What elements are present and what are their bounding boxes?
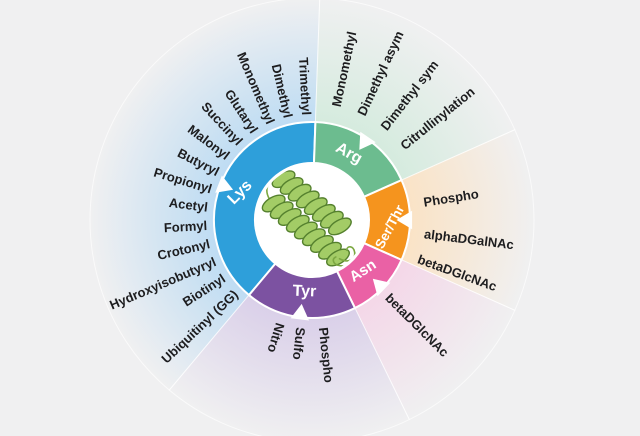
mod-label-lys-formyl: Formyl (163, 218, 207, 235)
arrow-ser-thr-icon (396, 210, 413, 230)
mod-label-lys-acetyl: Acetyl (168, 195, 209, 215)
center-circle (255, 163, 369, 277)
arrow-asn-icon (372, 278, 391, 297)
arrow-lys-icon (215, 175, 234, 193)
mod-label-tyr-sulfo: Sulfo (290, 327, 308, 361)
segment-lys (213, 121, 317, 297)
mod-label-tyr-phospho: Phospho (316, 327, 337, 384)
ring-label-tyr: Tyr (292, 283, 316, 301)
mod-label-lys-trimethyl: Trimethyl (296, 57, 314, 116)
segment-tyr (248, 262, 356, 319)
arrow-tyr-icon (290, 303, 309, 321)
arrow-arg-icon (359, 131, 376, 150)
protein-ribbon-icon (261, 170, 356, 267)
